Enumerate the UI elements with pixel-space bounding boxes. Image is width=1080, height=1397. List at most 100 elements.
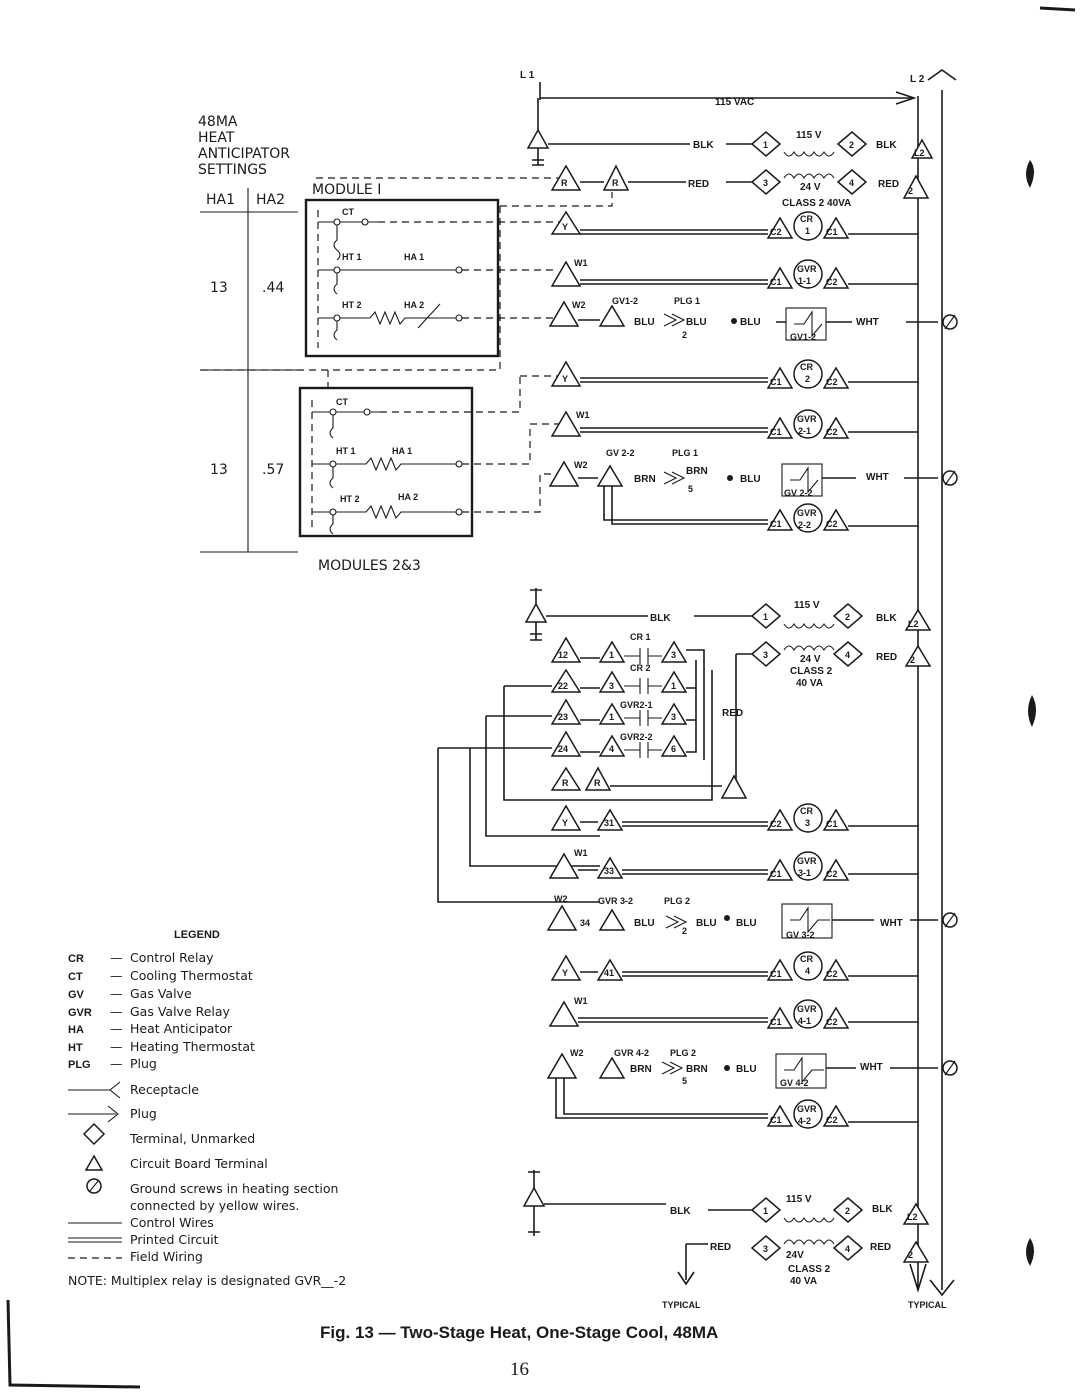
svg-text:Heating Thermostat: Heating Thermostat [130,1039,255,1054]
svg-text:BLK: BLK [670,1206,691,1217]
svg-text:115 V: 115 V [794,600,820,611]
svg-text:3: 3 [609,681,614,691]
svg-text:CT: CT [336,397,348,407]
svg-text:Terminal, Unmarked: Terminal, Unmarked [129,1131,255,1146]
svg-text:GVR 3-2: GVR 3-2 [598,896,633,906]
svg-text:Y: Y [562,374,568,384]
svg-text:BLU: BLU [736,1064,757,1075]
typical-left: TYPICAL [662,1300,701,1310]
module1-thermostat-internals: CT HT 1 HA 1 HT 2 HA 2 [317,207,463,348]
svg-text:Heat Anticipator: Heat Anticipator [130,1021,233,1036]
modules23-thermostat-internals: CT HT 1 HA 1 HT 2 HA 2 [311,397,463,535]
legend-title: LEGEND [174,929,220,941]
svg-text:CLASS 2 40VA: CLASS 2 40VA [782,198,851,209]
svg-text:5: 5 [688,484,693,494]
svg-text:3: 3 [763,178,768,188]
module2-circuit: Y C1 CR 2 C2 W1 C1 GVR 2-1 C2 W2 GV 2-2 … [548,359,958,533]
col-ha1-header: HA1 [206,192,235,208]
svg-text:BLK: BLK [693,140,714,151]
svg-text:Y: Y [562,222,568,232]
svg-text:WHT: WHT [860,1062,883,1073]
svg-text:connected by yellow wires.: connected by yellow wires. [130,1198,299,1213]
svg-text:2: 2 [682,926,687,936]
svg-text:CR: CR [800,214,813,224]
svg-text:Plug: Plug [130,1056,157,1071]
svg-text:GVR: GVR [797,1004,817,1014]
svg-text:4: 4 [845,650,850,660]
svg-text:24 V: 24 V [800,654,821,665]
svg-text:—: — [110,986,123,1001]
svg-text:GVR: GVR [797,414,817,424]
svg-text:GVR2-1: GVR2-1 [620,700,653,710]
svg-text:115 V: 115 V [796,130,822,141]
svg-text:RED: RED [870,1242,891,1253]
board-terminal-symbol [84,1154,104,1171]
svg-text:2: 2 [908,186,913,196]
svg-text:W2: W2 [554,894,568,904]
svg-text:GV 2-2: GV 2-2 [606,448,635,458]
svg-text:1: 1 [763,140,768,150]
legend: LEGEND CR — Control Relay CT — Cooling T… [68,929,346,1288]
module1-circuit: BLK 1 115 V 2 BLK L2 R R RED 3 24 V 4 RE… [526,98,958,342]
svg-text:3: 3 [763,1244,768,1254]
svg-text:24V: 24V [786,1250,804,1261]
svg-text:3: 3 [671,712,676,722]
svg-text:C2: C2 [826,969,838,979]
svg-text:RED: RED [722,708,743,719]
svg-text:W1: W1 [576,410,590,420]
svg-text:HA 2: HA 2 [404,300,424,310]
module4-transformer: BLK 1 115 V 2 BLK L2 RED 3 24V CLASS 2 4… [522,1170,947,1310]
supply-arrow [895,91,917,105]
svg-text:ANTICIPATOR: ANTICIPATOR [198,146,290,162]
module1-ha2: .44 [262,280,284,296]
modules23-thermostat-box [298,386,474,538]
svg-text:GVR: GVR [797,264,817,274]
field-wiring-modules23 [380,376,560,513]
l1-label: L 1 [520,70,535,81]
svg-text:CT: CT [342,207,354,217]
svg-text:Circuit Board Terminal: Circuit Board Terminal [130,1156,268,1171]
svg-text:R: R [612,178,619,188]
receptacle-symbol [68,1081,121,1099]
svg-text:C1: C1 [826,819,838,829]
svg-text:BLU: BLU [740,317,761,328]
svg-text:23: 23 [558,712,568,722]
l2-rail-arrow [927,69,957,81]
svg-text:33: 33 [604,866,614,876]
svg-text:BLU: BLU [696,918,717,929]
svg-text:SETTINGS: SETTINGS [198,162,267,178]
svg-text:C2: C2 [826,277,838,287]
svg-text:Gas Valve Relay: Gas Valve Relay [130,1004,231,1019]
svg-text:C2: C2 [826,869,838,879]
svg-text:2: 2 [908,1250,913,1260]
svg-text:1: 1 [671,681,676,691]
field-wiring-module1 [200,177,613,392]
svg-text:HA 1: HA 1 [392,446,412,456]
svg-text:6: 6 [671,744,676,754]
svg-text:—: — [110,1004,123,1019]
svg-text:GV 4-2: GV 4-2 [780,1078,809,1088]
terminal-symbol [82,1122,106,1146]
svg-text:115 V: 115 V [786,1194,812,1205]
svg-text:W2: W2 [570,1048,584,1058]
svg-text:24 V: 24 V [800,182,821,193]
svg-text:RED: RED [878,179,899,190]
binder-hole-1 [1026,160,1034,188]
svg-text:C1: C1 [770,427,782,437]
svg-text:Y: Y [562,968,568,978]
svg-text:WHT: WHT [866,472,889,483]
svg-text:C1: C1 [770,277,782,287]
svg-text:1: 1 [805,226,810,236]
svg-text:1: 1 [609,712,614,722]
svg-text:CR: CR [68,953,84,965]
svg-text:CR: CR [800,362,813,372]
svg-text:HT: HT [68,1042,83,1054]
svg-text:2-2: 2-2 [798,520,811,530]
svg-text:31: 31 [604,818,614,828]
svg-text:GVR2-2: GVR2-2 [620,732,653,742]
svg-text:3: 3 [763,650,768,660]
col-ha2-header: HA2 [256,192,285,208]
svg-text:C1: C1 [770,869,782,879]
svg-text:—: — [110,1039,123,1054]
